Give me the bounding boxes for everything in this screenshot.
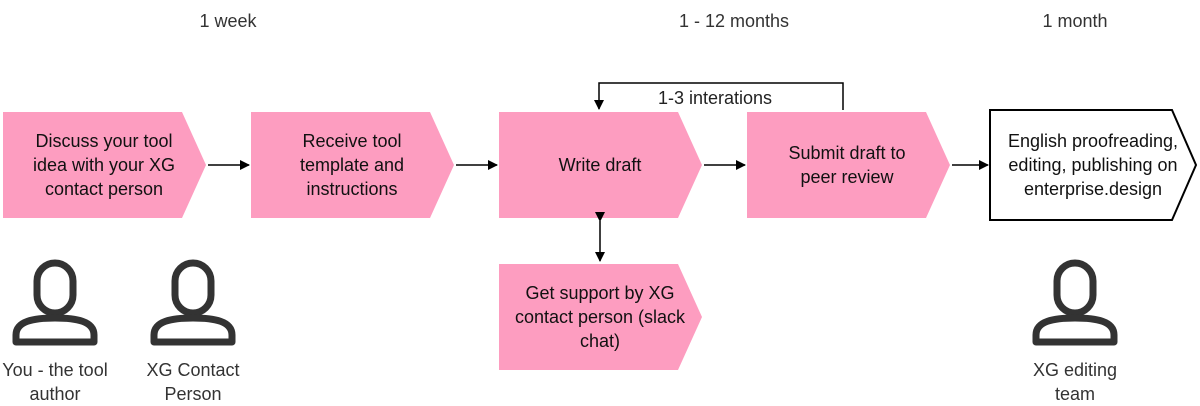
phase-label-1-week: 1 week (199, 11, 257, 31)
step-write: Write draft (558, 155, 642, 175)
step-receive: Receive tool template and instructions (299, 131, 405, 199)
phase-label-1-12-months: 1 - 12 months (678, 11, 790, 31)
role-label-editing: XG editing team (1032, 360, 1118, 404)
role-label-contact: XG Contact Person (146, 360, 240, 404)
step-discuss-shape (3, 112, 206, 218)
step-support-shape (499, 264, 702, 370)
person-icon-editing (1032, 259, 1118, 346)
step-submit-shape (747, 112, 950, 218)
iteration-loop-label: 1-3 interations (657, 88, 773, 108)
role-label-author: You - the tool author (2, 360, 108, 404)
person-icon-contact (150, 259, 236, 346)
step-receive-shape (251, 112, 454, 218)
step-publish-shape (989, 109, 1198, 221)
step-support: Get support by XG contact person (slack … (514, 283, 686, 351)
iteration-loop-arrow (594, 82, 844, 110)
person-icon-author (12, 259, 98, 346)
phase-label-1-month: 1 month (1042, 11, 1108, 31)
step-publish: English proofreading, editing, publishin… (1007, 131, 1179, 199)
step-discuss: Discuss your tool idea with your XG cont… (32, 131, 176, 199)
step-submit: Submit draft to peer review (788, 143, 906, 187)
step-write-shape (499, 112, 702, 218)
